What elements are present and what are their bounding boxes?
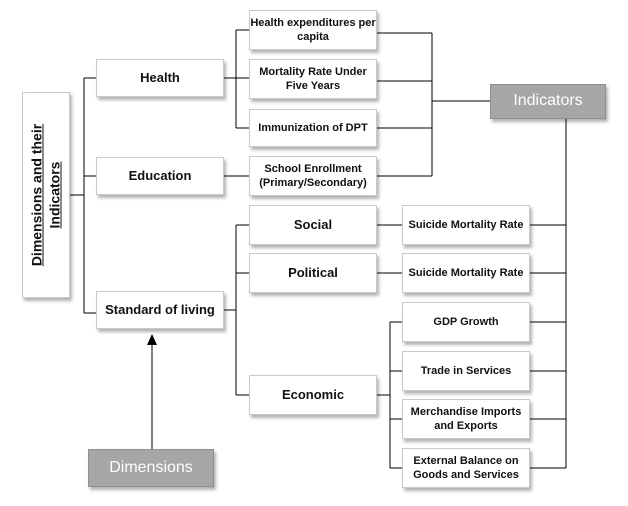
- indicator-health-expenditures: Health expenditures per capita: [249, 10, 377, 50]
- indicator-immunization-dpt: Immunization of DPT: [249, 109, 377, 147]
- dimensions-arrowhead: [147, 334, 157, 345]
- indicator-external-balance: External Balance on Goods and Services: [402, 448, 530, 488]
- subdimension-economic: Economic: [249, 375, 377, 415]
- dimension-standard-of-living: Standard of living: [96, 291, 224, 329]
- dimension-health: Health: [96, 59, 224, 97]
- indicator-political-suicide-mortality: Suicide Mortality Rate: [402, 253, 530, 293]
- subdimension-political: Political: [249, 253, 377, 293]
- indicator-mortality-under-five: Mortality Rate Under Five Years: [249, 59, 377, 99]
- indicators-label-box: Indicators: [490, 84, 606, 119]
- title-line-2: Indicators: [46, 161, 62, 229]
- economic-connector: [377, 321, 402, 469]
- health-connector: [224, 29, 249, 129]
- left-indicators-connector: [377, 32, 490, 177]
- dimensions-label-box: Dimensions: [88, 449, 214, 487]
- standard-connector: [224, 224, 249, 396]
- subdimension-social: Social: [249, 205, 377, 245]
- indicator-gdp-growth: GDP Growth: [402, 302, 530, 342]
- dimension-education: Education: [96, 157, 224, 195]
- indicator-school-enrollment: School Enrollment (Primary/Secondary): [249, 156, 377, 196]
- right-indicators-connector: [529, 119, 567, 469]
- title-connector: [70, 77, 96, 314]
- diagram-title: Dimensions and their Indicators: [22, 92, 70, 298]
- indicator-merchandise-imports-exports: Merchandise Imports and Exports: [402, 399, 530, 439]
- indicator-social-suicide-mortality: Suicide Mortality Rate: [402, 205, 530, 245]
- title-line-1: Dimensions and their: [28, 123, 45, 267]
- indicator-trade-in-services: Trade in Services: [402, 351, 530, 391]
